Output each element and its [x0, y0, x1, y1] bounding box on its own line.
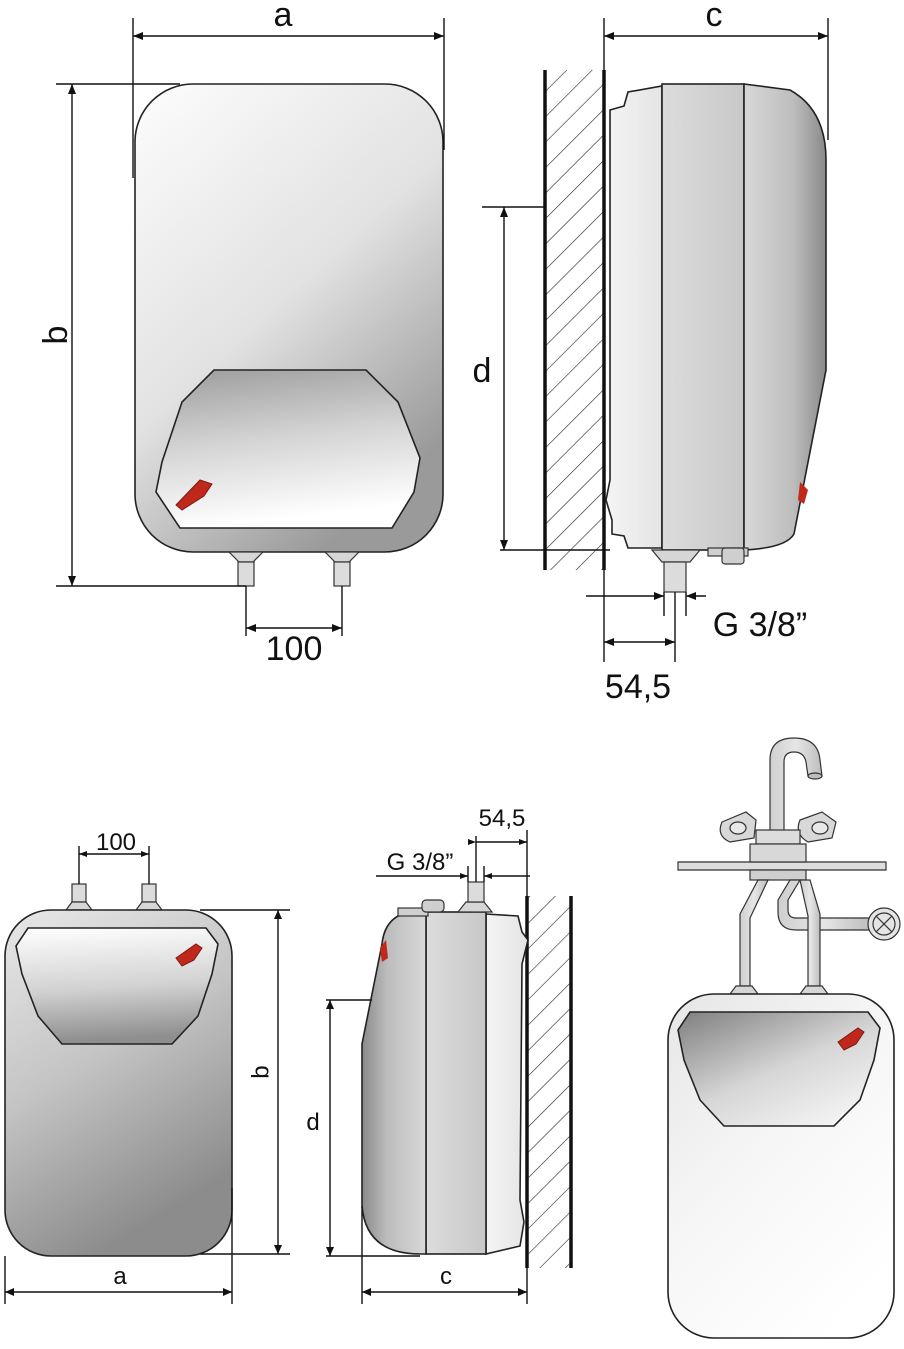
wall-hatch-bottom — [527, 896, 571, 1268]
front-panel-inverted — [15, 927, 219, 1045]
wall-hatch — [545, 70, 605, 570]
label-depth-c-bottom: c — [440, 1263, 452, 1290]
front-cover-side-bottom — [361, 911, 427, 1255]
mounting-bracket — [605, 85, 663, 549]
pipe-connector-side-bottom — [456, 901, 494, 913]
thermostat-knob-inverted — [175, 943, 203, 967]
faucet-handle-right — [797, 811, 837, 843]
label-width-a-bottom: a — [113, 1263, 127, 1290]
side-view-top: c d G 3/8” 54,5 — [473, 0, 829, 706]
pipe-connector-right — [323, 551, 361, 587]
label-mount-height-d-bottom: d — [306, 1109, 319, 1136]
label-pipe-spacing-bottom: 100 — [96, 829, 136, 856]
thermostat-knob-installed — [837, 1027, 865, 1051]
faucet-body — [755, 829, 801, 845]
front-view-top: a b 100 — [37, 0, 445, 668]
front-view-bottom: 100 b a — [4, 829, 290, 1304]
side-view-bottom: 54,5 G 3/8” d c — [306, 805, 573, 1304]
pipe-to-valve — [777, 879, 871, 931]
front-panel-installed — [677, 1011, 881, 1127]
faucet-handle-left — [719, 811, 757, 843]
label-wall-offset: 54,5 — [605, 668, 671, 706]
label-width-a: a — [274, 0, 293, 34]
pipe-connector-left — [227, 551, 265, 587]
body-band — [661, 83, 745, 551]
thermostat-knob-side — [798, 482, 808, 504]
pipe-connector-top-left — [64, 883, 94, 911]
pipe-connector-side — [650, 549, 702, 563]
pipe-cold — [739, 879, 769, 987]
label-thread-size-bottom: G 3/8” — [387, 849, 454, 876]
shutoff-valve — [867, 907, 901, 941]
label-depth-c: c — [706, 0, 723, 34]
installation-perspective-view — [667, 737, 901, 1339]
front-cover-side — [743, 83, 827, 551]
thermostat-knob-side-bottom — [380, 940, 388, 962]
body-band-bottom — [425, 911, 487, 1255]
pipe-hot — [799, 879, 821, 987]
label-thread-size: G 3/8” — [713, 606, 807, 644]
thermostat-knob — [175, 479, 213, 511]
label-height-b-bottom: b — [247, 1065, 274, 1078]
label-mount-height-d: d — [473, 352, 492, 390]
label-height-b: b — [37, 326, 75, 345]
mounting-bracket-bottom — [485, 913, 529, 1256]
countertop — [677, 861, 887, 871]
pipe-connector-top-right — [134, 883, 164, 911]
label-pipe-spacing: 100 — [266, 630, 323, 668]
front-panel — [155, 369, 421, 529]
label-wall-offset-bottom: 54,5 — [479, 805, 526, 832]
